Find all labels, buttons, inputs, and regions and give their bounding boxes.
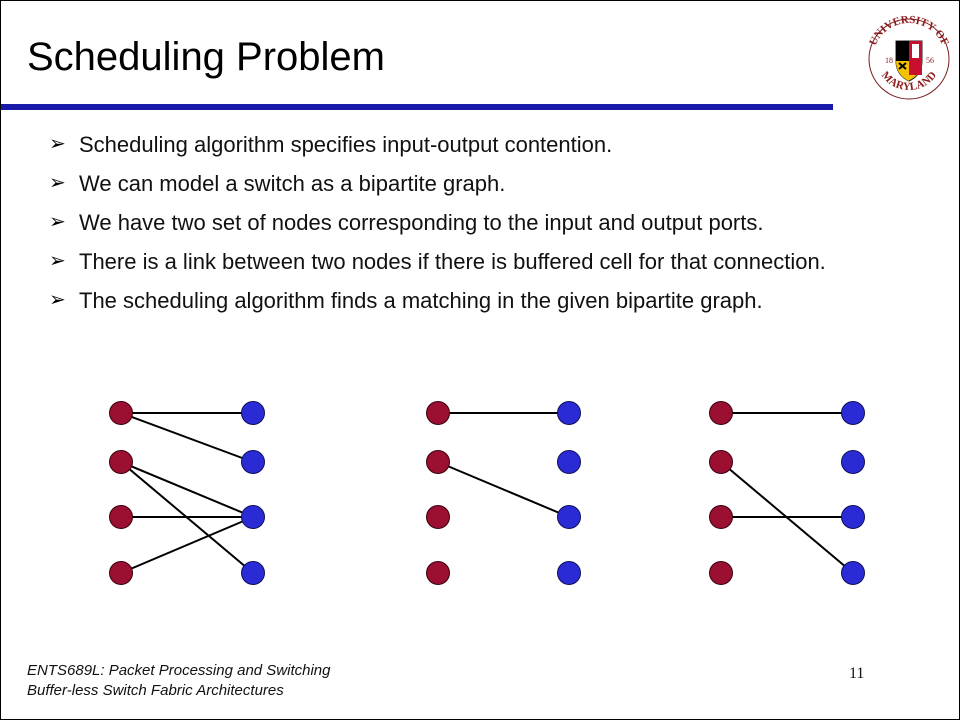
bullet-text: We have two set of nodes corresponding t… (79, 210, 764, 235)
bullet-item: ➢ There is a link between two nodes if t… (49, 246, 929, 277)
input-node (709, 450, 733, 474)
shield-icon (895, 40, 923, 82)
bullet-item: ➢ The scheduling algorithm finds a match… (49, 285, 929, 316)
logo-year-right: 56 (926, 56, 934, 65)
bipartite-graph (109, 401, 265, 585)
output-node (841, 401, 865, 425)
graph-edge (120, 412, 254, 463)
university-seal-logo: UNIVERSITY OF MARYLAND 18 56 (867, 14, 951, 100)
output-node (241, 561, 265, 585)
arrow-bullet-icon: ➢ (49, 133, 66, 155)
footer-line-2: Buffer-less Switch Fabric Architectures (27, 682, 284, 699)
input-node (426, 505, 450, 529)
matching-1 (426, 401, 581, 585)
input-node (109, 401, 133, 425)
bullet-item: ➢ Scheduling algorithm specifies input-o… (49, 129, 929, 160)
input-node (709, 401, 733, 425)
input-node (426, 450, 450, 474)
slide-title: Scheduling Problem (27, 35, 385, 79)
graph-edge (120, 516, 254, 574)
bullet-text: Scheduling algorithm specifies input-out… (79, 132, 613, 157)
output-node (557, 450, 581, 474)
output-node (557, 401, 581, 425)
input-node (109, 561, 133, 585)
output-node (241, 401, 265, 425)
input-node (109, 450, 133, 474)
title-rule (1, 104, 833, 110)
arrow-bullet-icon: ➢ (49, 172, 66, 194)
input-node (709, 561, 733, 585)
arrow-bullet-icon: ➢ (49, 250, 66, 272)
matching-2 (709, 401, 865, 585)
bullet-text: There is a link between two nodes if the… (79, 249, 826, 274)
output-node (841, 561, 865, 585)
arrow-bullet-icon: ➢ (49, 211, 66, 233)
bullet-item: ➢ We have two set of nodes corresponding… (49, 207, 929, 238)
bullet-list: ➢ Scheduling algorithm specifies input-o… (49, 129, 929, 324)
output-node (557, 505, 581, 529)
input-node (426, 561, 450, 585)
input-node (109, 505, 133, 529)
bipartite-graphs-diagram (109, 401, 865, 585)
bullet-text: The scheduling algorithm finds a matchin… (79, 288, 763, 313)
footer-line-1: ENTS689L: Packet Processing and Switchin… (27, 662, 331, 679)
footer-course: ENTS689L: Packet Processing and Switchin… (27, 661, 331, 701)
bullet-item: ➢ We can model a switch as a bipartite g… (49, 168, 929, 199)
output-node (241, 450, 265, 474)
graph-edge (437, 461, 570, 518)
input-node (709, 505, 733, 529)
output-node (557, 561, 581, 585)
arrow-bullet-icon: ➢ (49, 289, 66, 311)
logo-year-left: 18 (885, 56, 893, 65)
page-number: 11 (849, 665, 865, 682)
output-node (841, 450, 865, 474)
graph-edge (120, 461, 254, 518)
output-node (841, 505, 865, 529)
output-node (241, 505, 265, 529)
bullet-text: We can model a switch as a bipartite gra… (79, 171, 506, 196)
input-node (426, 401, 450, 425)
